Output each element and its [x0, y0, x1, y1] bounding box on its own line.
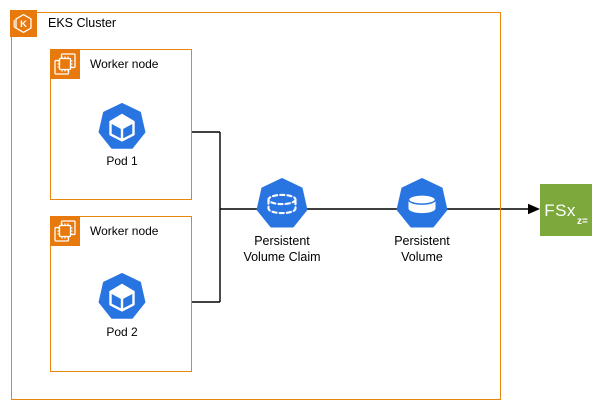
persistent-volume-icon	[396, 178, 448, 228]
ec2-instance-icon	[50, 216, 80, 246]
persistent-volume-label: Persistent Volume	[394, 234, 450, 264]
persistent-volume-claim-label: Persistent Volume Claim	[243, 234, 321, 264]
fsx-icon-text: FSx	[544, 200, 576, 220]
ec2-instance-icon	[50, 49, 80, 79]
fsx-icon-subscript: z=	[576, 216, 588, 227]
svg-text:K: K	[20, 19, 27, 30]
eks-cluster-icon: K	[10, 10, 37, 37]
pod-1-icon	[98, 103, 146, 149]
fsx-openzfs-icon: FSx z=	[540, 184, 592, 236]
eks-cluster-label: EKS Cluster	[48, 16, 117, 30]
pod-2-label: Pod 2	[106, 325, 138, 339]
worker-node-2-label: Worker node	[90, 224, 159, 238]
arrowhead-icon	[528, 203, 540, 215]
persistent-volume-claim-icon	[256, 178, 308, 228]
eks-cluster-box	[11, 12, 501, 400]
worker-node-1-label: Worker node	[90, 57, 159, 71]
pod-2-icon	[98, 273, 146, 319]
pod-1-label: Pod 1	[106, 154, 138, 168]
